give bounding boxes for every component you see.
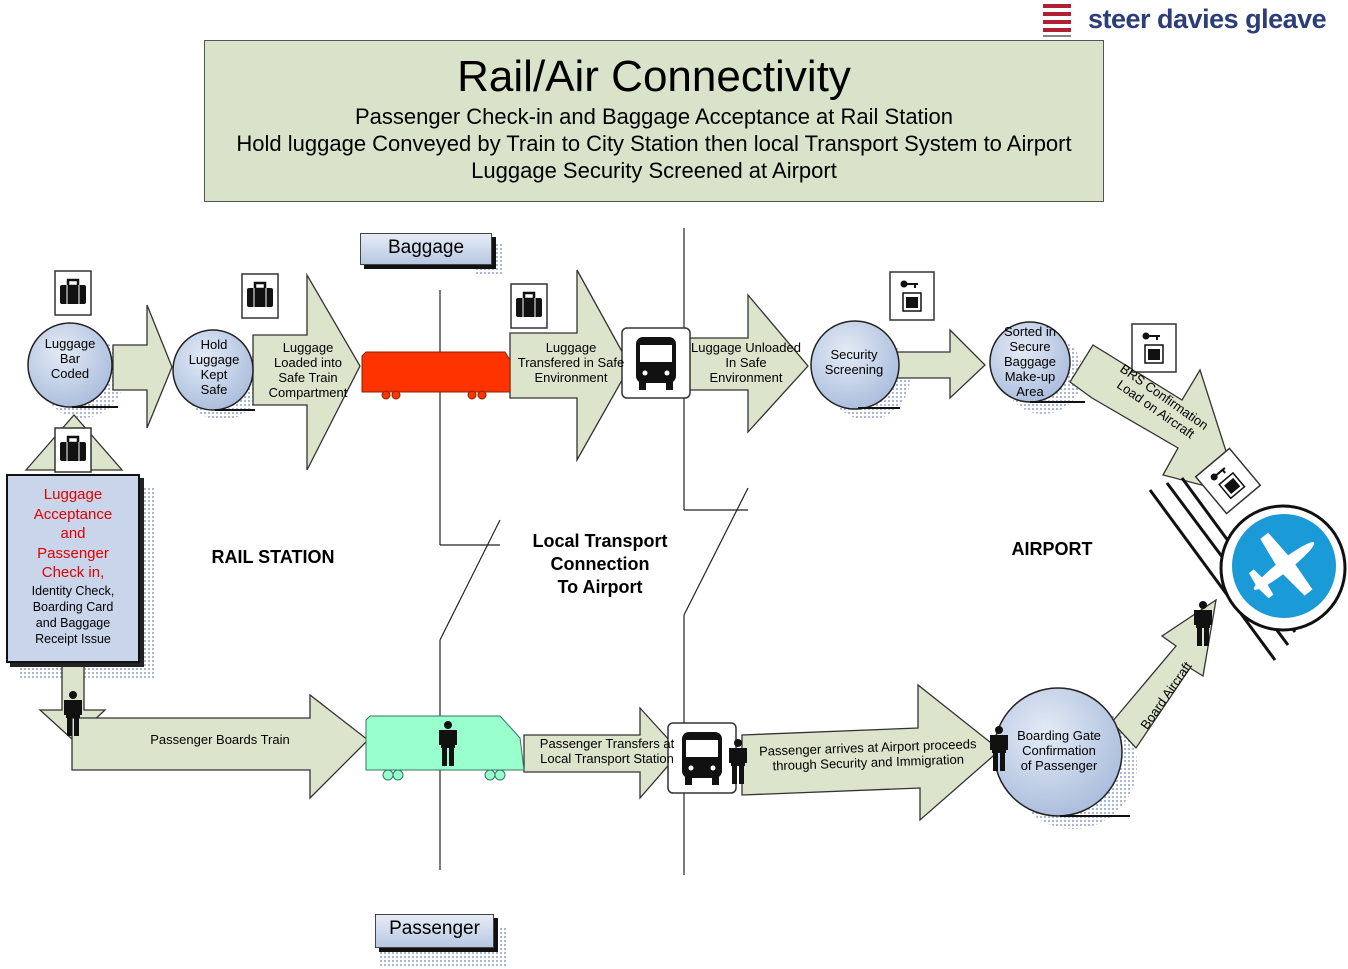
process-nodes <box>27 320 1123 817</box>
company-logo-text: steer davies gleave <box>1088 4 1327 34</box>
subtitle-line-2: Hold luggage Conveyed by Train to City S… <box>236 131 1072 156</box>
node-underlines <box>72 401 1130 817</box>
arrow-unloaded <box>681 293 809 434</box>
zone-rail-station: RAIL STATION <box>211 547 335 567</box>
node-bar-coded <box>27 322 113 408</box>
arrow-to-sorted <box>892 328 986 400</box>
arrow-boards-train-label: Passenger Boards Train <box>150 732 290 747</box>
airplane-icon <box>1148 477 1347 661</box>
logo-icon <box>1043 4 1071 37</box>
arrow-transfered <box>509 269 631 463</box>
arrow-to-hold <box>112 304 173 429</box>
arrow-loaded-into-train <box>252 272 361 471</box>
arrow-board-aircraft <box>1111 598 1217 750</box>
bus-icon <box>621 327 691 399</box>
subtitle-line-1: Passenger Check-in and Baggage Acceptanc… <box>354 104 954 129</box>
suitcase-icon <box>53 426 93 474</box>
arrow-transfers <box>523 706 681 800</box>
subtitle-line-3: Luggage Security Screened at Airport <box>471 158 837 183</box>
suitcase-icon <box>53 269 93 317</box>
suitcase-icon <box>509 282 549 330</box>
baggage-train <box>361 351 511 400</box>
page-title: Rail/Air Connectivity <box>457 52 851 101</box>
zone-airport: AIRPORT <box>1011 539 1093 559</box>
baggage-tag: Baggage <box>360 233 492 265</box>
secure-baggage-icon <box>1131 323 1177 373</box>
secure-baggage-icon <box>889 271 935 321</box>
node-security <box>810 320 900 410</box>
node-kept-safe <box>172 329 254 411</box>
suitcase-icon <box>240 272 280 320</box>
arrow-boards-train <box>71 693 369 800</box>
passenger-tag: Passenger <box>375 914 494 948</box>
arrow-arrives <box>741 683 1002 822</box>
title-panel: Rail/Air Connectivity Passenger Check-in… <box>204 40 1104 202</box>
